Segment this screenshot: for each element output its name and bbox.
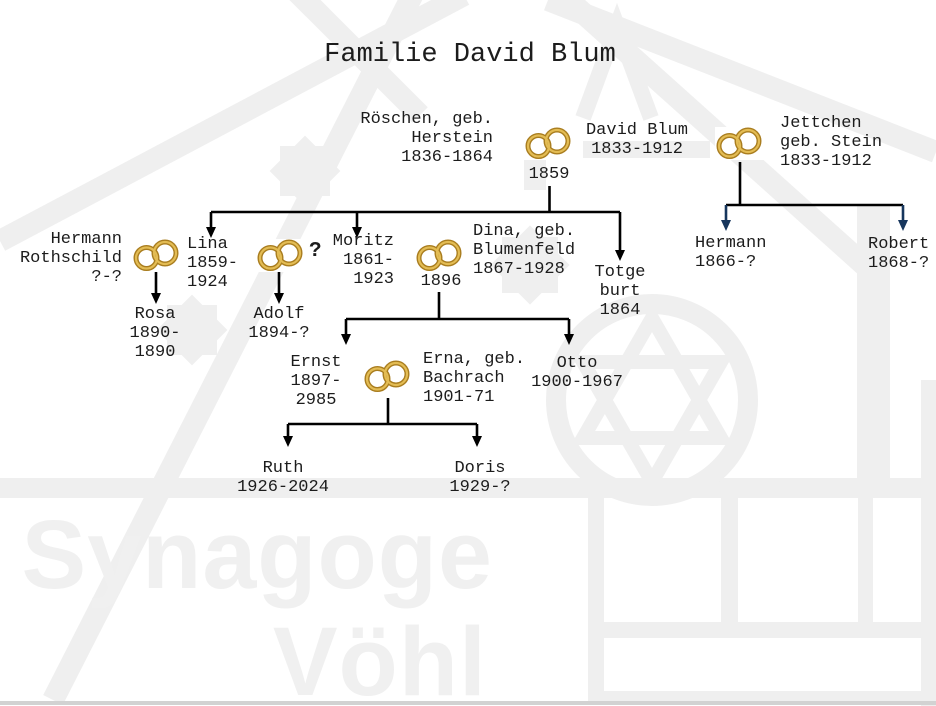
- person-totgeburt: Totge burt 1864: [594, 263, 646, 320]
- wedding-rings-icon-david-jettchen: [715, 127, 765, 160]
- person-ernst: Ernst 1897- 2985: [290, 353, 342, 410]
- eight-point-star-ornaments: [156, 135, 570, 366]
- wedding-rings-icon-moritz-dina: [415, 239, 465, 272]
- watermark-text-voehl: Vöhl: [272, 607, 487, 706]
- person-robert: Robert 1868-?: [868, 235, 930, 273]
- person-hermann-rothschild: Hermann Rothschild ?-?: [19, 230, 122, 287]
- marriage-year-1896: 1896: [420, 272, 462, 291]
- person-rosa: Rosa 1890- 1890: [129, 305, 181, 362]
- wedding-rings-icon-rothschild-lina: [132, 239, 182, 272]
- person-hermann: Hermann 1866-?: [695, 234, 767, 272]
- watermark-text-synagoge: Synagoge: [21, 500, 493, 609]
- person-david-blum: David Blum 1833-1912: [585, 121, 689, 159]
- person-moritz: Moritz 1861- 1923: [332, 232, 394, 289]
- person-jettchen: Jettchen geb. Stein 1833-1912: [780, 114, 883, 171]
- unknown-spouse-question-mark: ?: [309, 240, 322, 263]
- wedding-rings-icon-ernst-erna: [363, 360, 413, 393]
- person-roeschen: Röschen, geb. Herstein 1836-1864: [360, 110, 493, 167]
- person-otto: Otto 1900-1967: [531, 354, 623, 392]
- person-doris: Doris 1929-?: [449, 459, 511, 497]
- navy-arrows-jettchen-children: [721, 205, 908, 231]
- wedding-rings-icon-david-roeschen: [524, 127, 574, 160]
- black-arrowheads: [151, 227, 625, 447]
- person-dina: Dina, geb. Blumenfeld 1867-1928: [473, 222, 576, 279]
- bottom-border-line: [0, 701, 936, 705]
- page-title: Familie David Blum: [324, 40, 616, 70]
- person-ruth: Ruth 1926-2024: [237, 459, 329, 497]
- person-adolf: Adolf 1894-?: [248, 305, 310, 343]
- star-of-david-window: [546, 294, 758, 506]
- person-lina: Lina 1859- 1924: [187, 235, 239, 292]
- person-erna: Erna, geb. Bachrach 1901-71: [423, 350, 526, 407]
- wedding-rings-icon-moritz-unknown: [256, 239, 306, 272]
- marriage-year-1859: 1859: [528, 165, 570, 184]
- black-tree-lines: [154, 162, 903, 437]
